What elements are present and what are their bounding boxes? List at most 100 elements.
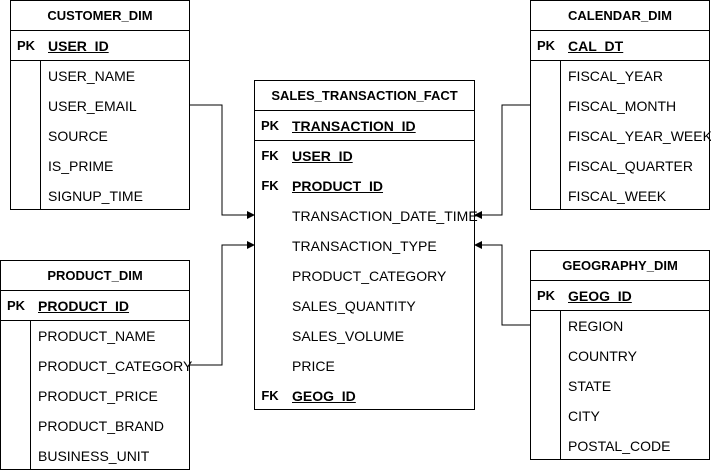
field-name: FISCAL_YEAR_WEEK (568, 128, 711, 144)
field-name: PRODUCT_CATEGORY (38, 358, 193, 374)
field-row: CITY (531, 401, 709, 431)
field-row: FISCAL_WEEK (531, 181, 709, 211)
field-name: SALES_QUANTITY (292, 298, 416, 314)
field-name: SOURCE (48, 128, 108, 144)
fk-label: FK (261, 148, 279, 163)
field-row: FISCAL_YEAR (531, 61, 709, 91)
pk-label: PK (16, 38, 36, 53)
field-row: SALES_VOLUME (255, 321, 474, 351)
key-label (255, 321, 285, 351)
field-name: SALES_VOLUME (292, 328, 405, 344)
pk-field: GEOG_ID (568, 288, 632, 304)
field-name: TRANSACTION_TYPE (292, 238, 437, 254)
primary-key-row: PK GEOG_ID (531, 281, 709, 311)
entity-geography-dim[interactable]: GEOGRAPHY_DIM PK GEOG_ID REGION COUNTRY … (530, 250, 710, 460)
pk-field: USER_ID (48, 38, 109, 54)
pk-label: PK (6, 298, 26, 313)
field-row: PRODUCT_BRAND (1, 411, 189, 441)
field-row: FK USER_ID (255, 141, 474, 171)
primary-key-row: PK PRODUCT_ID (1, 291, 189, 321)
entity-title: CALENDAR_DIM (531, 1, 709, 31)
entity-calendar-dim[interactable]: CALENDAR_DIM PK CAL_DT FISCAL_YEAR FISCA… (530, 0, 711, 211)
field-row: SOURCE (11, 121, 189, 151)
primary-key-row: PK CAL_DT (531, 31, 709, 61)
field-row: FISCAL_YEAR_WEEK (531, 121, 711, 151)
field-row: TRANSACTION_DATE_TIME (255, 201, 478, 231)
field-name: SIGNUP_TIME (48, 188, 143, 204)
field-row: PRODUCT_PRICE (1, 381, 189, 411)
fk-field: USER_ID (292, 148, 353, 164)
entity-sales-transaction-fact[interactable]: SALES_TRANSACTION_FACT PK TRANSACTION_ID… (254, 80, 478, 411)
pk-field: PRODUCT_ID (38, 298, 130, 314)
pk-label: PK (536, 38, 556, 53)
entity-title: CUSTOMER_DIM (11, 1, 189, 31)
primary-key-row: PK TRANSACTION_ID (255, 111, 474, 141)
field-name: USER_EMAIL (48, 98, 137, 114)
field-row: USER_EMAIL (11, 91, 189, 121)
field-name: COUNTRY (568, 348, 637, 364)
field-name: BUSINESS_UNIT (38, 448, 150, 464)
key-column-divider (560, 61, 561, 209)
field-name: FISCAL_QUARTER (568, 158, 693, 174)
entity-title: PRODUCT_DIM (1, 261, 189, 291)
pk-label: PK (536, 288, 556, 303)
fk-field: GEOG_ID (292, 388, 356, 404)
field-row: FISCAL_MONTH (531, 91, 709, 121)
fk-field: PRODUCT_ID (292, 178, 384, 194)
connector-calendar-to-fact (474, 104, 530, 219)
entity-product-dim[interactable]: PRODUCT_DIM PK PRODUCT_ID PRODUCT_NAME P… (0, 260, 193, 471)
field-name: FISCAL_MONTH (568, 98, 677, 114)
pk-field: TRANSACTION_ID (292, 118, 416, 134)
key-label (255, 201, 285, 231)
key-label (255, 351, 285, 381)
key-label (255, 261, 285, 291)
fk-label: FK (261, 388, 279, 403)
field-name: PRODUCT_BRAND (38, 418, 165, 434)
entity-customer-dim[interactable]: CUSTOMER_DIM PK USER_ID USER_NAME USER_E… (10, 0, 190, 210)
field-row: PRODUCT_CATEGORY (1, 351, 193, 381)
pk-field: CAL_DT (568, 38, 624, 54)
field-name: POSTAL_CODE (568, 438, 671, 454)
field-name: PRICE (292, 358, 335, 374)
field-row: REGION (531, 311, 709, 341)
field-row: FISCAL_QUARTER (531, 151, 709, 181)
entity-title: GEOGRAPHY_DIM (531, 251, 709, 281)
field-name: IS_PRIME (48, 158, 114, 174)
field-name: FISCAL_WEEK (568, 188, 667, 204)
field-row: FK PRODUCT_ID (255, 171, 474, 201)
primary-key-row: PK USER_ID (11, 31, 189, 61)
key-column-divider (30, 321, 31, 469)
field-name: REGION (568, 318, 624, 334)
field-row: FK GEOG_ID (255, 381, 474, 411)
connector-product-to-fact (190, 241, 255, 366)
field-name: PRODUCT_PRICE (38, 388, 158, 404)
field-name: STATE (568, 378, 612, 394)
field-row: SALES_QUANTITY (255, 291, 474, 321)
field-row: BUSINESS_UNIT (1, 441, 189, 471)
field-name: FISCAL_YEAR (568, 68, 663, 84)
connector-geography-to-fact (474, 241, 530, 326)
key-column-divider (40, 61, 41, 209)
field-row: IS_PRIME (11, 151, 189, 181)
connector-customer-to-fact (190, 104, 255, 219)
field-name: TRANSACTION_DATE_TIME (292, 208, 478, 224)
field-row: USER_NAME (11, 61, 189, 91)
field-name: PRODUCT_CATEGORY (292, 268, 447, 284)
fk-label: FK (261, 178, 279, 193)
field-name: PRODUCT_NAME (38, 328, 156, 344)
field-row: COUNTRY (531, 341, 709, 371)
key-label (255, 291, 285, 321)
field-row: SIGNUP_TIME (11, 181, 189, 211)
field-row: STATE (531, 371, 709, 401)
field-row: TRANSACTION_TYPE (255, 231, 474, 261)
field-row: PRODUCT_CATEGORY (255, 261, 474, 291)
field-row: PRODUCT_NAME (1, 321, 189, 351)
field-name: USER_NAME (48, 68, 136, 84)
key-label (255, 231, 285, 261)
field-row: PRICE (255, 351, 474, 381)
entity-title: SALES_TRANSACTION_FACT (255, 81, 474, 111)
field-row: POSTAL_CODE (531, 431, 709, 461)
key-column-divider (560, 311, 561, 459)
